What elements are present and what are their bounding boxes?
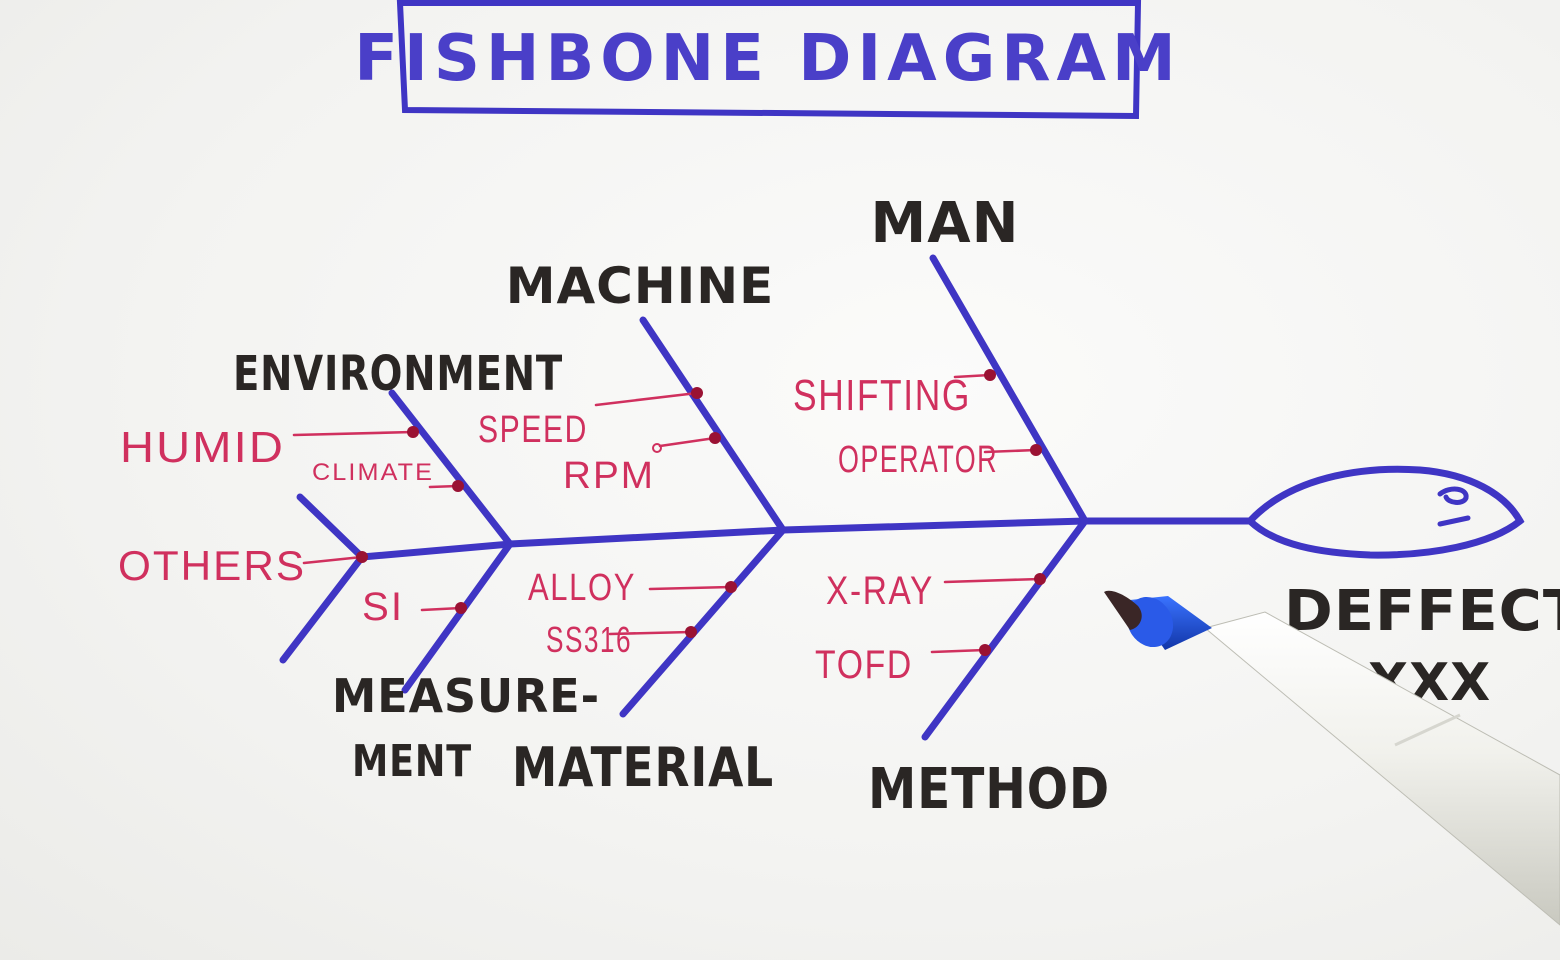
dot-others xyxy=(356,551,368,563)
cause-speed: SPEED xyxy=(478,409,588,451)
dot-climate xyxy=(452,480,464,492)
dot-tofd xyxy=(979,644,991,656)
bone-man xyxy=(929,254,1089,525)
dot-alloy xyxy=(725,581,737,593)
bone-measurement xyxy=(401,540,514,694)
diagram-title: FISHBONE DIAGRAM xyxy=(354,22,1181,96)
category-measurement-line1: MEASURE- xyxy=(332,669,600,723)
bone-others-upper xyxy=(296,493,366,561)
connector-ss316 xyxy=(608,630,693,636)
cause-connectors xyxy=(292,369,1046,656)
bone-others-lower xyxy=(279,553,366,664)
cause-climate: CLIMATE xyxy=(312,459,434,486)
bone-environment xyxy=(388,389,514,548)
connector-rpm xyxy=(658,436,717,448)
effect-label-line1: DEFFECT xyxy=(1284,579,1560,644)
cause-si: SI xyxy=(362,585,404,629)
marker-grip-ridge xyxy=(1394,713,1461,747)
connector-alloy xyxy=(648,585,733,591)
category-machine: MACHINE xyxy=(506,257,775,315)
marker-body xyxy=(1203,611,1560,926)
rpm-open-circle xyxy=(652,443,662,453)
cause-ss316: SS316 xyxy=(546,619,632,660)
category-environment: ENVIRONMENT xyxy=(233,346,563,402)
fish-head xyxy=(1245,465,1525,559)
bone-material xyxy=(619,526,787,718)
cause-operator: OPERATOR xyxy=(838,439,998,481)
dot-si xyxy=(455,602,467,614)
connector-tofd xyxy=(930,648,987,654)
title-box: FISHBONE DIAGRAM xyxy=(354,0,1181,120)
cause-others: OTHERS xyxy=(118,542,306,589)
dot-xray xyxy=(1034,573,1046,585)
category-method: METHOD xyxy=(868,757,1110,822)
connector-speed xyxy=(594,391,699,407)
cause-humid: HUMID xyxy=(120,423,285,472)
connector-xray xyxy=(943,577,1042,584)
dot-operator xyxy=(1030,444,1042,456)
fish-eye xyxy=(1437,486,1469,505)
dot-rpm xyxy=(709,432,721,444)
dot-ss316 xyxy=(685,626,697,638)
bone-method xyxy=(921,517,1089,741)
fish-mouth xyxy=(1437,515,1471,527)
cause-tofd: TOFD xyxy=(815,643,913,687)
cause-alloy: ALLOY xyxy=(528,567,636,609)
dot-humid xyxy=(407,426,419,438)
connector-si xyxy=(420,606,463,612)
bone-machine xyxy=(639,316,787,534)
category-measurement-line2: MENT xyxy=(352,736,472,787)
category-man: MAN xyxy=(871,191,1020,256)
marker-tip xyxy=(1104,590,1142,630)
dot-speed xyxy=(691,387,703,399)
cause-rpm: RPM xyxy=(563,455,655,497)
cause-shifting: SHIFTING xyxy=(793,371,971,420)
connector-others xyxy=(302,555,364,565)
category-material: MATERIAL xyxy=(512,736,774,799)
connector-humid xyxy=(292,430,415,437)
marker-pen xyxy=(1104,590,1560,926)
connector-operator xyxy=(983,448,1038,454)
dot-shifting xyxy=(984,369,996,381)
cause-xray: X-RAY xyxy=(826,569,934,613)
